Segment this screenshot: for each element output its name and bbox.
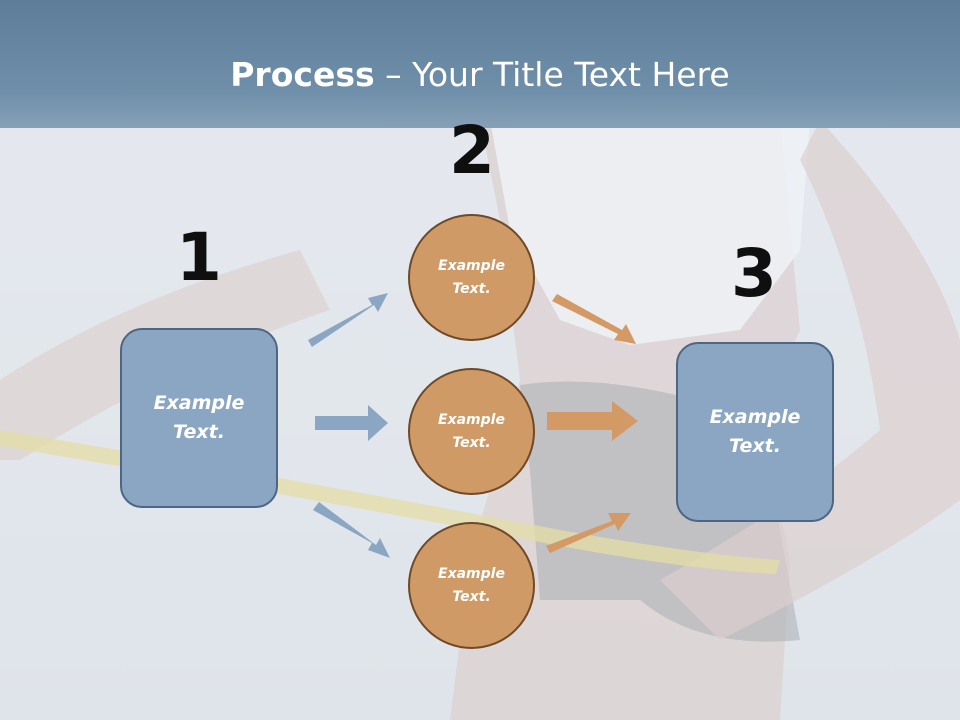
circle-1-text: Example Text. — [438, 257, 505, 297]
middle-circle-2: Example Text. — [408, 368, 535, 495]
step-number-3: 3 — [731, 235, 777, 312]
step-3-box: Example Text. — [676, 342, 834, 522]
step-3-text: Example Text. — [709, 406, 801, 457]
step-1-box: Example Text. — [120, 328, 278, 508]
middle-circle-1: Example Text. — [408, 214, 535, 341]
arrow-right-2 — [547, 401, 638, 441]
slide-title: Process – Your Title Text Here — [0, 55, 960, 95]
step-number-2: 2 — [449, 112, 495, 189]
arrow-up-right-2 — [546, 513, 631, 553]
blue-arrows — [308, 293, 390, 558]
middle-circle-3: Example Text. — [408, 522, 535, 649]
orange-arrows — [546, 294, 638, 553]
arrow-down-right — [313, 502, 390, 558]
circle-2-text: Example Text. — [438, 411, 505, 451]
step-number-1: 1 — [176, 219, 222, 296]
step-1-text: Example Text. — [153, 392, 245, 443]
title-rest: – Your Title Text Here — [374, 55, 730, 94]
arrow-down-right-2 — [552, 294, 636, 344]
circle-3-text: Example Text. — [438, 565, 505, 605]
arrow-right — [315, 405, 388, 441]
arrow-up-right — [308, 293, 388, 347]
title-bar — [0, 0, 960, 128]
title-bold: Process — [230, 55, 375, 94]
